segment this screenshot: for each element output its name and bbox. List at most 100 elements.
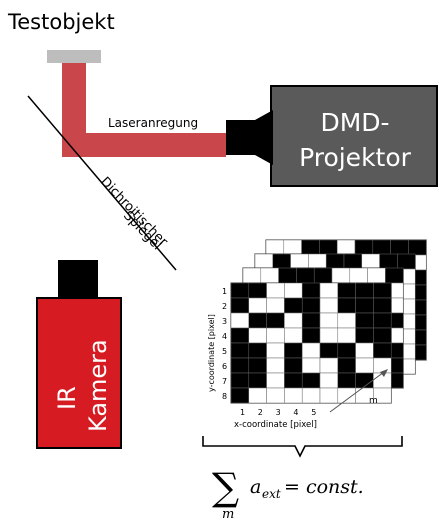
pattern-cell: [385, 267, 404, 284]
pattern-cell: [266, 327, 285, 344]
pattern-cell: [337, 282, 356, 299]
pattern-cell: [230, 327, 250, 344]
pattern-cell: [408, 239, 427, 256]
laser-beam: [62, 63, 226, 157]
pattern-cell: [337, 312, 356, 329]
pattern-cell: [355, 372, 374, 389]
pattern-cell: [230, 312, 250, 329]
pattern-cell: [301, 387, 321, 404]
pattern-cell: [230, 342, 250, 359]
pattern-cell: [301, 372, 321, 389]
test-object-label: Testobjekt: [7, 10, 115, 34]
pattern-cell: [390, 239, 409, 256]
pattern-cell: [266, 357, 285, 374]
pattern-cell: [248, 297, 267, 314]
pattern-cell: [308, 253, 327, 270]
x-tick-label: 3: [276, 408, 281, 417]
pattern-cell: [319, 357, 339, 374]
y-tick-label: 3: [222, 317, 227, 326]
pattern-cell: [230, 387, 250, 404]
pattern-cell: [260, 267, 279, 284]
pattern-cell: [248, 282, 267, 299]
pattern-cell: [319, 297, 339, 314]
formula-sum-index: m: [222, 507, 234, 522]
pattern-cell: [319, 327, 339, 344]
pattern-cell: [337, 327, 356, 344]
projector-label-line2: Projektor: [299, 143, 412, 172]
pattern-cell: [266, 282, 285, 299]
pattern-cell: [372, 239, 391, 256]
pattern-cell: [301, 342, 321, 359]
ir-camera: [36, 297, 122, 449]
pattern-cell: [248, 372, 267, 389]
pattern-cell: [296, 267, 315, 284]
pattern-cell: [284, 282, 303, 299]
pattern-cell: [284, 312, 303, 329]
pattern-cell: [355, 327, 374, 344]
pattern-cell: [373, 342, 392, 359]
pattern-cell: [355, 297, 374, 314]
camera-lens: [58, 260, 98, 298]
formula-term-subscript: ext: [262, 487, 281, 501]
pattern-cell: [230, 357, 250, 374]
x-tick-label: 2: [258, 408, 263, 417]
pattern-cell: [355, 357, 374, 374]
pattern-cell: [319, 342, 339, 359]
pattern-cell: [373, 387, 392, 404]
pattern-cell: [284, 297, 303, 314]
pattern-cell: [242, 267, 262, 284]
pattern-cell: [337, 372, 356, 389]
pattern-cell: [265, 239, 285, 256]
pattern-cell: [290, 253, 309, 270]
pattern-cell: [230, 297, 250, 314]
pattern-layer: [230, 282, 392, 404]
laser-label: Laseranregung: [108, 116, 198, 130]
pattern-cell: [230, 282, 250, 299]
pattern-cell: [319, 387, 339, 404]
pattern-cell: [319, 312, 339, 329]
stack-arrowhead: [380, 369, 388, 377]
x-axis-label: x-coordinate [pixel]: [234, 420, 317, 430]
pattern-cell: [343, 253, 363, 270]
pattern-cell: [301, 327, 321, 344]
pattern-cell: [373, 297, 392, 314]
pattern-cell: [266, 297, 285, 314]
pattern-cell: [301, 239, 320, 256]
y-tick-label: 8: [222, 392, 227, 401]
stack-arrow: [329, 371, 385, 413]
pattern-cell: [284, 342, 303, 359]
pattern-cell: [301, 282, 321, 299]
dmd-pattern-stack: [230, 239, 427, 404]
test-object: [47, 50, 101, 63]
pattern-cell: [248, 327, 267, 344]
pattern-cell: [248, 312, 267, 329]
pattern-cell: [319, 372, 339, 389]
y-tick-label: 1: [222, 287, 227, 296]
pattern-cell: [254, 253, 274, 270]
pattern-cell: [373, 327, 392, 344]
pattern-cell: [367, 267, 386, 284]
pattern-cell: [284, 372, 303, 389]
pattern-cell: [355, 282, 374, 299]
pattern-cell: [336, 239, 356, 256]
y-tick-label: 5: [222, 347, 227, 356]
dichroic-mirror: [27, 95, 177, 271]
pattern-cell: [373, 357, 392, 374]
pattern-cell: [331, 267, 351, 284]
pattern-cell: [373, 312, 392, 329]
y-tick-label: 6: [222, 362, 227, 371]
y-tick-label: 4: [222, 332, 227, 341]
y-tick-label: 7: [222, 377, 227, 386]
pattern-cell: [337, 342, 356, 359]
pattern-cell: [373, 372, 392, 389]
pattern-cell: [337, 297, 356, 314]
pattern-cell: [248, 387, 267, 404]
pattern-cell: [397, 253, 416, 270]
pattern-cell: [301, 357, 321, 374]
formula-rest: = const.: [284, 476, 364, 498]
pattern-cell: [319, 282, 339, 299]
pattern-cell: [373, 282, 392, 299]
pattern-cell: [337, 357, 356, 374]
pattern-cell: [284, 327, 303, 344]
